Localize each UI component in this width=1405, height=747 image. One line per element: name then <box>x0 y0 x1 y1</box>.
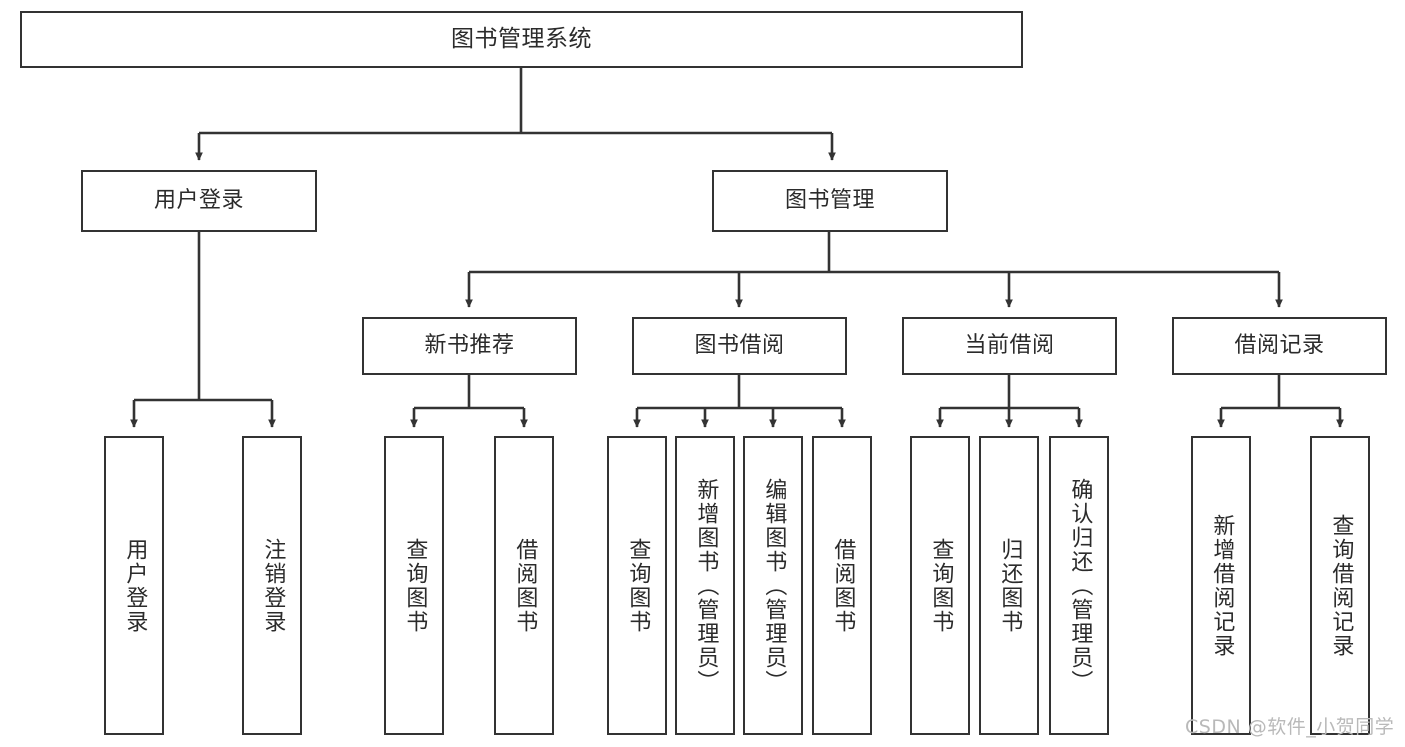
node-leaf-query-book-3[interactable]: 查询图书 <box>910 436 970 735</box>
node-label: 当前借阅 <box>964 333 1055 359</box>
node-leaf-query-borrow-record[interactable]: 查询借阅记录 <box>1310 436 1370 735</box>
node-label: 查询图书 <box>402 537 428 634</box>
node-leaf-edit-book-admin[interactable]: 编辑图书（管理员） <box>743 436 803 735</box>
node-label: 确认归还（管理员） <box>1067 477 1093 694</box>
node-label: 借阅记录 <box>1234 333 1325 359</box>
node-book-borrow[interactable]: 图书借阅 <box>632 317 847 375</box>
node-leaf-user-login[interactable]: 用户登录 <box>104 436 164 735</box>
node-label: 查询图书 <box>625 537 651 634</box>
node-leaf-return-book[interactable]: 归还图书 <box>979 436 1039 735</box>
node-leaf-confirm-return-admin[interactable]: 确认归还（管理员） <box>1049 436 1109 735</box>
csdn-watermark: CSDN @软件_小贺同学 <box>1185 716 1395 738</box>
node-label: 借阅图书 <box>512 537 538 634</box>
node-borrow-record[interactable]: 借阅记录 <box>1172 317 1387 375</box>
node-label: 查询图书 <box>928 537 954 634</box>
node-leaf-add-borrow-record[interactable]: 新增借阅记录 <box>1191 436 1251 735</box>
node-leaf-logout-login[interactable]: 注销登录 <box>242 436 302 735</box>
node-label: 用户登录 <box>122 537 148 634</box>
node-label: 注销登录 <box>260 537 286 634</box>
node-leaf-borrow-book-2[interactable]: 借阅图书 <box>812 436 872 735</box>
node-leaf-query-book-1[interactable]: 查询图书 <box>384 436 444 735</box>
node-label: 新增借阅记录 <box>1209 513 1235 658</box>
node-label: 图书借阅 <box>694 333 785 359</box>
node-label: 新增图书（管理员） <box>693 477 719 694</box>
node-leaf-add-book-admin[interactable]: 新增图书（管理员） <box>675 436 735 735</box>
node-leaf-query-book-2[interactable]: 查询图书 <box>607 436 667 735</box>
node-root-system[interactable]: 图书管理系统 <box>20 11 1023 68</box>
node-leaf-borrow-book-1[interactable]: 借阅图书 <box>494 436 554 735</box>
node-new-book-recommend[interactable]: 新书推荐 <box>362 317 577 375</box>
node-label: 图书管理 <box>784 188 875 214</box>
node-label: 借阅图书 <box>830 537 856 634</box>
node-user-login[interactable]: 用户登录 <box>81 170 317 232</box>
node-label: 归还图书 <box>997 537 1023 634</box>
node-book-manage[interactable]: 图书管理 <box>712 170 948 232</box>
node-label: 查询借阅记录 <box>1328 513 1354 658</box>
node-label: 用户登录 <box>153 188 244 214</box>
node-current-borrow[interactable]: 当前借阅 <box>902 317 1117 375</box>
node-label: 新书推荐 <box>424 333 515 359</box>
node-label: 图书管理系统 <box>451 25 592 52</box>
node-label: 编辑图书（管理员） <box>761 477 787 694</box>
